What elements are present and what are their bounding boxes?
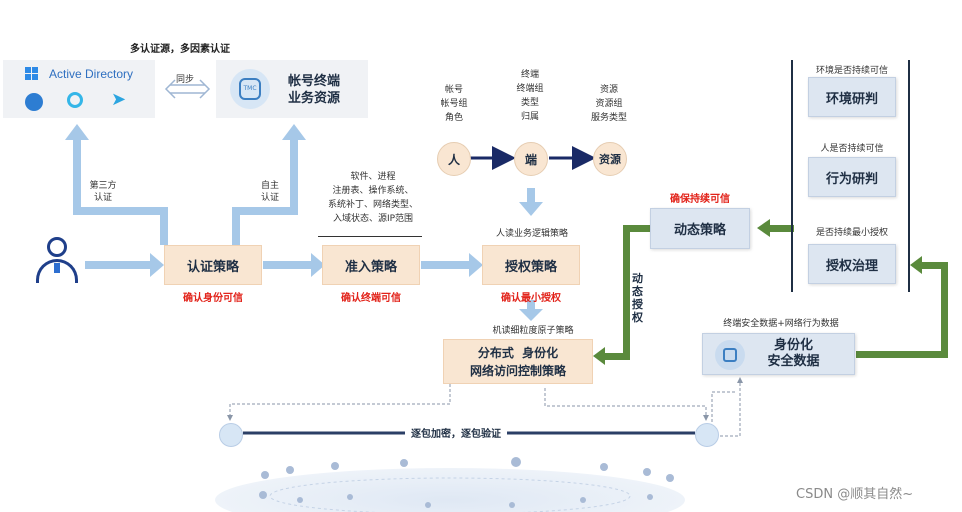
behavior-judge-box: 行为研判 <box>808 157 896 197</box>
user-icon <box>34 237 80 287</box>
identity-line2: 安全数据 <box>767 354 820 369</box>
auth-policy-box: 认证策略 <box>164 245 262 285</box>
resource-attrs: 资源 资源组 服务类型 <box>590 85 627 123</box>
dist-line2: 网络访问控制策略 <box>469 363 566 378</box>
windows-logo-icon <box>25 67 39 81</box>
dynamic-policy-box: 动态策略 <box>650 208 750 249</box>
dynamic-policy-sub: 确保持续可信 <box>670 194 730 205</box>
chat-app-icon <box>67 92 83 108</box>
gateway-right-icon <box>695 423 719 447</box>
resource-node: 资源 <box>593 142 627 176</box>
bus-label: 逐包加密，逐包验证 <box>405 425 507 440</box>
grant-policy-box: 授权策略 <box>482 245 580 285</box>
note-divider <box>318 236 422 237</box>
self-auth-label: 自主 认证 <box>260 181 279 203</box>
network-cloud <box>215 468 685 512</box>
access-policy-box: 准入策略 <box>322 245 420 285</box>
access-policy-note: 软件、进程 注册表、操作系统、 系统补丁、网络类型、 入域状态、源IP范围 <box>327 172 418 224</box>
dashed-links <box>227 377 743 437</box>
account-line1: 帐号终端 <box>288 74 341 89</box>
governance-caption: 是否持续最小授权 <box>815 228 888 238</box>
grant-policy-sub: 确认最小授权 <box>501 293 561 304</box>
identity-data-box: 身份化 安全数据 <box>702 333 855 375</box>
identity-line1: 身份化 <box>773 338 813 353</box>
sync-label: 同步 <box>176 75 195 85</box>
grant-note-below: 机读细粒度原子策略 <box>492 326 574 336</box>
sync-arrow <box>164 79 211 99</box>
auth-app-icon <box>25 93 43 111</box>
env-judge-box: 环境研判 <box>808 77 896 117</box>
main-flow-arrows <box>65 124 543 321</box>
watermark: CSDN @顺其自然~ <box>796 487 914 502</box>
dist-line1: 分布式 身份化 <box>477 345 559 360</box>
dynamic-grant-label: 动 态 授 权 <box>632 272 643 324</box>
gateway-left-icon <box>219 423 243 447</box>
grant-note-above: 人读业务逻辑策略 <box>495 229 568 239</box>
terminal-attrs: 终端 终端组 类型 归属 <box>516 70 544 122</box>
active-directory-label: Active Directory <box>49 67 134 81</box>
data-shield-icon <box>715 340 745 370</box>
network-nodes <box>259 457 674 508</box>
terminal-node: 端 <box>514 142 548 176</box>
distributed-policy-box: 分布式 身份化 网络访问控制策略 <box>443 339 593 384</box>
account-resource-box: TMC 帐号终端 业务资源 <box>216 60 368 118</box>
green-arrows <box>593 219 948 365</box>
account-line2: 业务资源 <box>288 91 341 106</box>
auth-governance-box: 授权治理 <box>808 244 896 284</box>
behavior-caption: 人是否持续可信 <box>820 144 884 154</box>
telegram-icon: ➤ <box>111 89 127 110</box>
tmc-logo-icon: TMC <box>230 69 270 109</box>
access-policy-sub: 确认终端可信 <box>341 293 401 304</box>
env-caption: 环境是否持续可信 <box>815 66 888 76</box>
top-caption: 多认证源，多因素认证 <box>130 44 230 55</box>
third-party-auth-label: 第三方 认证 <box>89 181 117 203</box>
person-node: 人 <box>437 142 471 176</box>
identity-data-caption: 终端安全数据+网络行为数据 <box>723 319 839 329</box>
auth-policy-sub: 确认身份可信 <box>183 293 243 304</box>
person-attrs: 帐号 帐号组 角色 <box>440 85 468 123</box>
directory-panel: Active Directory ➤ <box>3 60 155 118</box>
